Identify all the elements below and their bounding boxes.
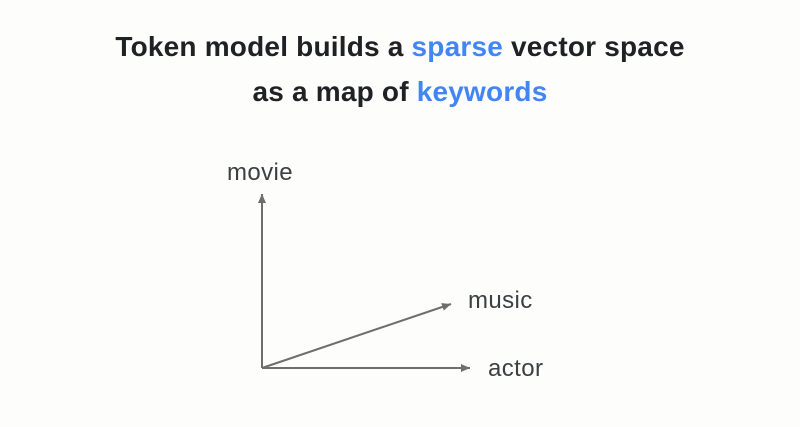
music-vector-arrow <box>261 303 452 369</box>
title-line-2: as a map of keywords <box>0 69 800 114</box>
title-text-3: as a map of <box>252 76 417 107</box>
title-highlight-sparse: sparse <box>411 31 504 62</box>
axis-label-actor: actor <box>488 355 544 382</box>
title-text-1: Token model builds a <box>115 31 412 62</box>
axis-label-movie: movie <box>227 159 294 186</box>
title-highlight-keywords: keywords <box>416 76 548 107</box>
page-title: Token model builds a sparse vector space… <box>0 24 800 114</box>
title-text-2: vector space <box>503 31 685 62</box>
axis-label-music: music <box>468 287 533 314</box>
title-line-1: Token model builds a sparse vector space <box>0 24 800 69</box>
